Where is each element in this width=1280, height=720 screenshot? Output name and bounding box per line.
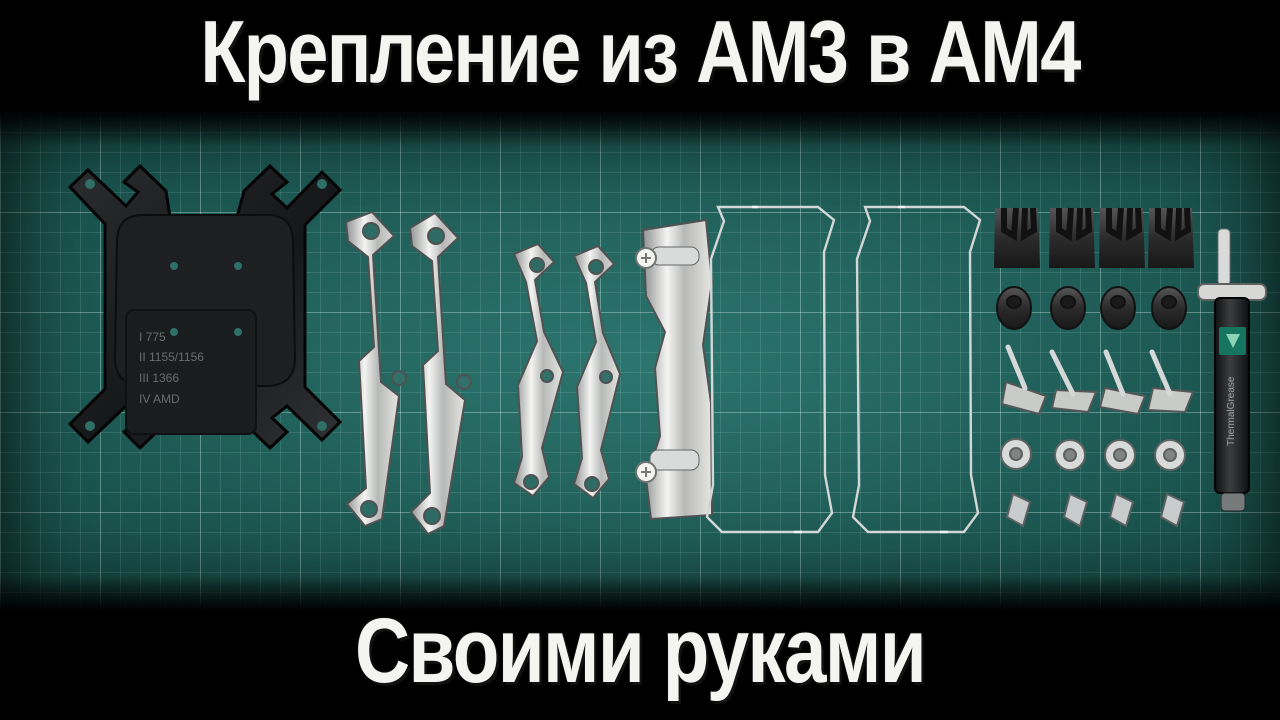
metal-standoffs: [1005, 492, 1186, 528]
intel-mounting-bracket: [635, 218, 714, 521]
cutting-mat-background: [0, 112, 1280, 610]
curved-amd-brackets: [512, 242, 622, 500]
backplate-socket-line-1: Ι 775: [139, 330, 166, 344]
thermal-paste-label: ThermalGrease: [1226, 376, 1237, 446]
rubber-spacers: [996, 286, 1187, 330]
thermal-paste-syringe: ThermalGrease: [1197, 228, 1267, 512]
plastic-thumb-screws: [1000, 344, 1195, 416]
backplate-socket-line-2: ΙΙ 1155/1156: [139, 350, 204, 364]
universal-backplate: Ι 775 ΙΙ 1155/1156 ΙΙΙ 1366 ΙV AMD: [67, 163, 343, 451]
thumbnail-headline: Крепление из АМ3 в АМ4: [200, 2, 1081, 101]
fan-rubber-mounts: [994, 207, 1194, 268]
cooler-mounting-kit-illustration: Ι 775 ΙΙ 1155/1156 ΙΙΙ 1366 ΙV AMD: [67, 163, 1267, 536]
backplate-socket-line-3: ΙΙΙ 1366: [139, 371, 179, 385]
long-mounting-brackets: [344, 210, 472, 536]
thumbnail-subline: Своими руками: [355, 600, 927, 702]
backplate-socket-line-4: ΙV AMD: [139, 392, 180, 406]
fan-wire-clips: [705, 205, 982, 534]
knurled-thumb-nuts: [1000, 438, 1186, 471]
